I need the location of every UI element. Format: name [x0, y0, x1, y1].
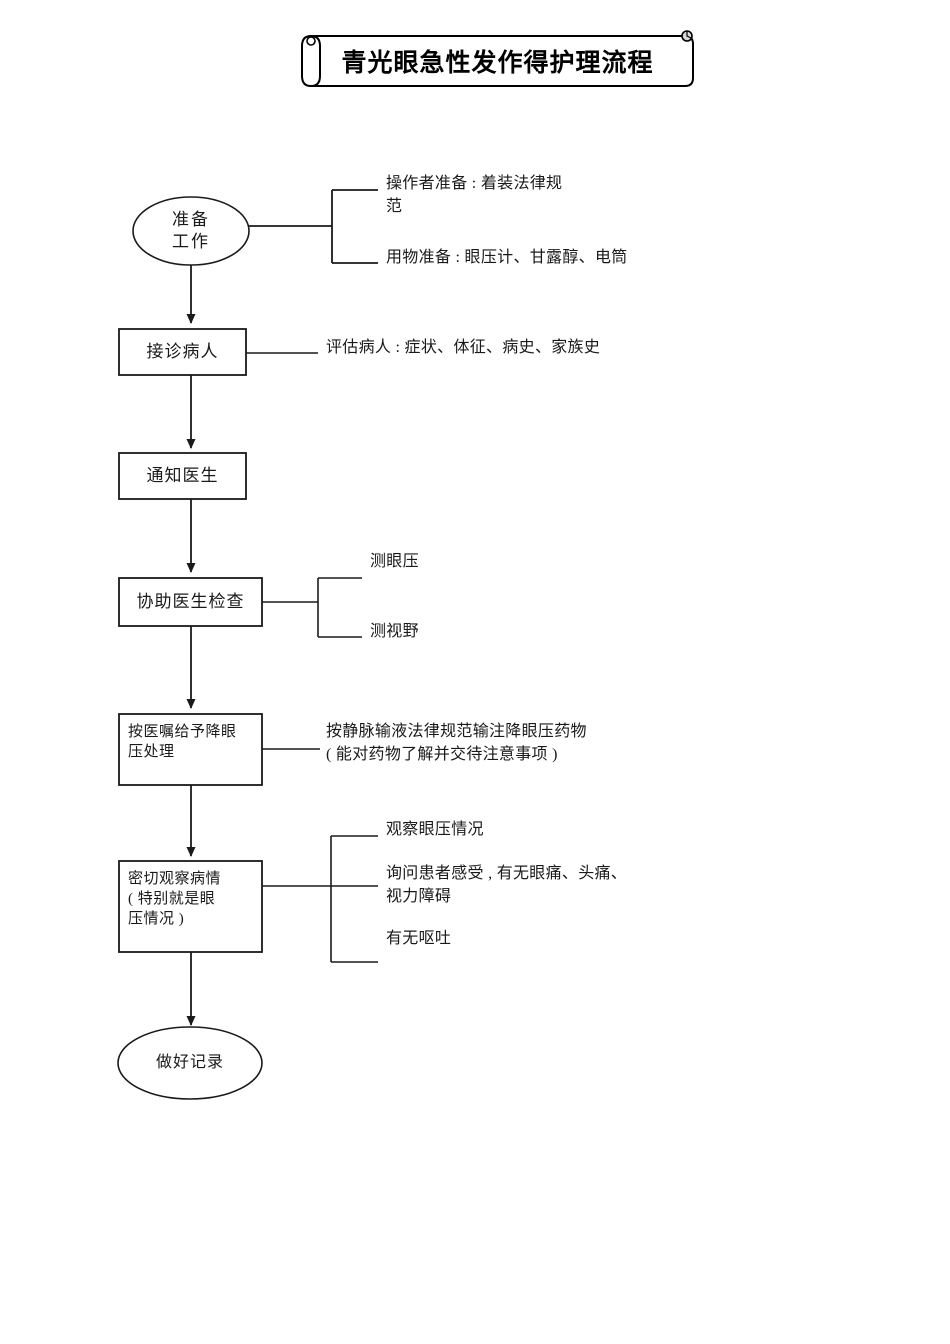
node-notify-shape[interactable] — [118, 452, 247, 500]
node-record-label: 做好记录 — [155, 1054, 224, 1071]
node-notify-label: 通知医生 — [146, 466, 219, 485]
annotation-observe-vomit: 有无呕吐 — [386, 930, 452, 947]
node-assist-label: 协助医生检查 — [136, 592, 245, 611]
node-observe-shape[interactable] — [118, 860, 263, 953]
annotation-treat-infusion: 按静脉输液法律规范输注降眼压药物 ( 能对药物了解并交待注意事项 ) — [326, 723, 587, 764]
node-receive-label: 接诊病人 — [146, 342, 219, 361]
title-banner-shape — [301, 30, 694, 88]
annotation-assist-field: 测视野 — [370, 623, 419, 640]
annotation-observe-symptoms: 询问患者感受 , 有无眼痛、头痛、 视力障碍 — [386, 865, 628, 906]
annotation-prep-dress: 操作者准备 : 着装法律规 范 — [386, 175, 563, 216]
page-title: 青光眼急性发作得护理流程 — [341, 48, 654, 77]
annotation-receive-assess: 评估病人 : 症状、体征、病史、家族史 — [326, 339, 601, 356]
annotation-assist-iop: 测眼压 — [370, 553, 419, 570]
node-prep-label: 准备 工作 — [172, 210, 210, 252]
node-observe-label: 密切观察病情 ( 特别就是眼 压情况 ) — [128, 871, 222, 927]
node-receive-shape[interactable] — [118, 328, 247, 376]
annotation-prep-supplies: 用物准备 : 眼压计、甘露醇、电筒 — [386, 249, 628, 266]
annotation-observe-iop: 观察眼压情况 — [386, 821, 484, 838]
title-banner: 青光眼急性发作得护理流程 — [295, 30, 700, 92]
node-treat-shape[interactable] — [118, 713, 263, 786]
node-assist-shape[interactable] — [118, 577, 263, 627]
node-treat-label: 按医嘱给予降眼 压处理 — [128, 724, 237, 760]
node-record-shape[interactable] — [117, 1026, 263, 1100]
